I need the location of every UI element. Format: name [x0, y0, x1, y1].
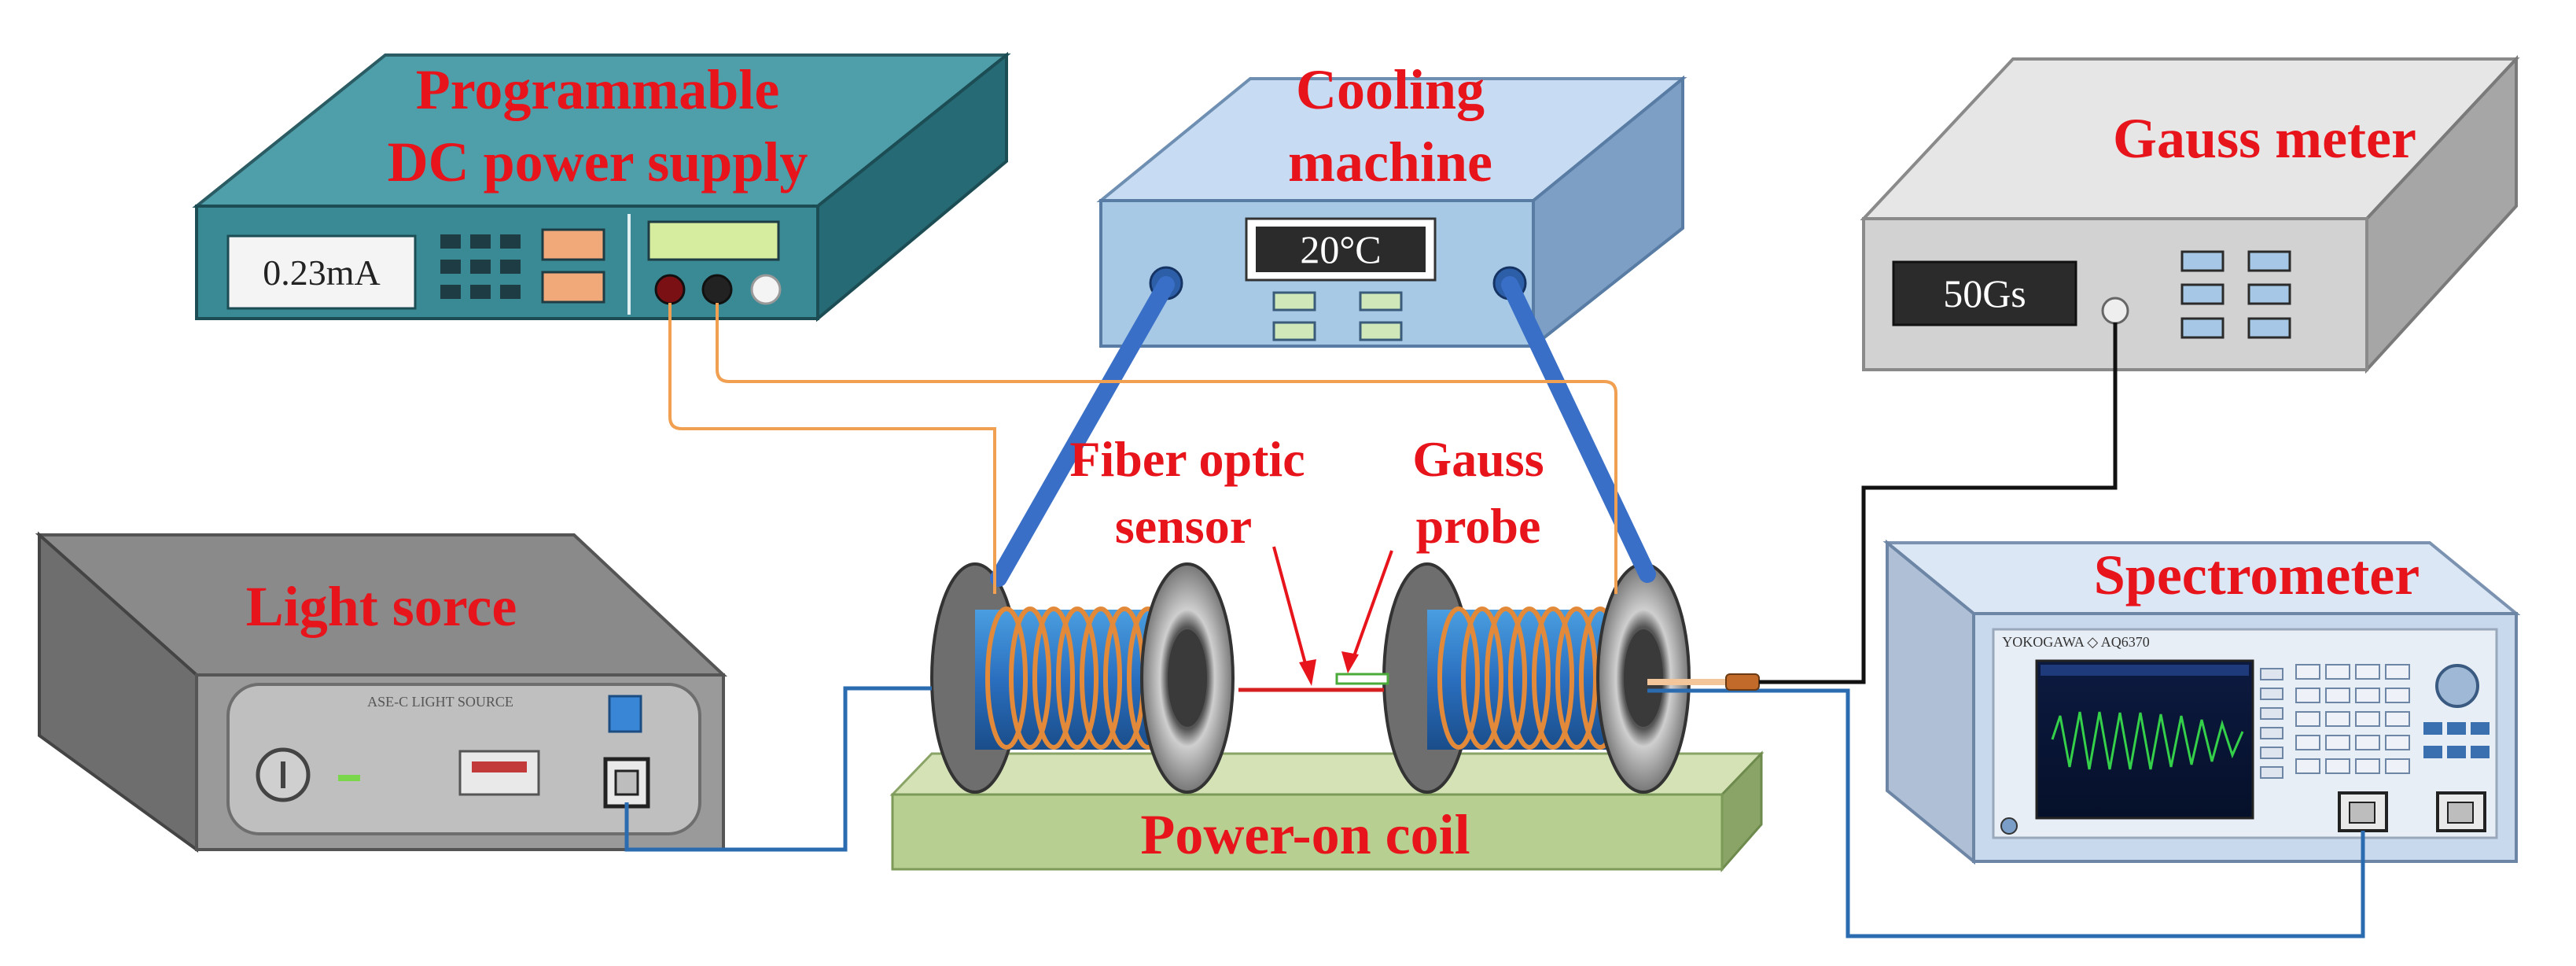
dc-power-supply: 0.23mA Programmable DC power supply — [192, 51, 1011, 323]
light-source-panel-text: ASE-C LIGHT SOURCE — [367, 694, 513, 710]
cooling-hoses — [990, 276, 1656, 587]
light-source-blue-button[interactable] — [608, 695, 642, 733]
cooling-machine: 20°C Cooling machine — [1096, 58, 1687, 350]
dc-supply-label-line2: DC power supply — [388, 131, 808, 194]
dc-button-2[interactable] — [541, 271, 605, 304]
gauss-probe-label-line2: probe — [1416, 498, 1541, 554]
gauss-probe-line — [1335, 323, 2118, 691]
spectrometer-power-knob[interactable] — [2000, 817, 2018, 835]
fiber-sensor-label-line1: Fiber optic — [1069, 431, 1305, 487]
right-coil — [1382, 562, 1691, 794]
spectrometer-keypad — [2295, 664, 2410, 774]
gauss-value-readout: 50Gs — [1943, 271, 2026, 315]
coil-label: Power-on coil — [1140, 803, 1470, 866]
dc-button-1[interactable] — [541, 228, 605, 261]
spectrometer-dial[interactable] — [2435, 664, 2479, 708]
dc-voltage-display — [647, 220, 780, 261]
fiber-optic-line — [624, 686, 2365, 938]
gauss-meter: 50Gs Gauss meter — [1860, 54, 2520, 374]
fiber-sensor-callout: Fiber optic sensor — [1069, 431, 1316, 686]
gauss-buttons — [2180, 250, 2291, 339]
fiber-sensor-label-line2: sensor — [1115, 498, 1252, 554]
dc-supply-label-line1: Programmable — [416, 58, 780, 121]
spectrum-trace — [2051, 711, 2244, 770]
light-source-indicator — [338, 775, 360, 781]
cooling-label-line1: Cooling — [1296, 58, 1485, 121]
gauss-value-display — [1892, 260, 2077, 326]
gauss-probe-callout: Gauss probe — [1341, 431, 1544, 673]
dc-terminal-black[interactable] — [701, 274, 733, 305]
gauss-meter-label: Gauss meter — [2113, 107, 2416, 170]
left-coil — [930, 562, 1235, 794]
light-source-output-slot — [458, 750, 540, 796]
dc-keypad — [440, 234, 521, 299]
light-source: ASE-C LIGHT SOURCE Light sorce — [35, 531, 728, 853]
gauss-probe-label-line1: Gauss — [1412, 431, 1544, 487]
cooling-buttons — [1272, 291, 1403, 341]
spectrometer-side-buttons — [2260, 668, 2283, 779]
spectrometer: YOKOGAWA ◇ AQ6370 Spectrometer — [1882, 539, 2521, 865]
cooling-label-line2: machine — [1288, 131, 1492, 194]
dc-current-readout: 0.23mA — [263, 253, 381, 293]
spectrometer-arrow-keys — [2423, 722, 2490, 758]
light-source-label: Light sorce — [246, 575, 517, 638]
power-wires — [668, 303, 1617, 594]
spectrometer-label: Spectrometer — [2094, 544, 2420, 607]
dc-terminal-white[interactable] — [750, 274, 782, 305]
dc-terminal-red[interactable] — [654, 274, 686, 305]
cooling-temp-readout: 20°C — [1300, 227, 1381, 271]
dc-current-display — [226, 234, 417, 310]
gauss-probe-port — [2101, 297, 2129, 325]
power-on-coil: Power-on coil — [889, 562, 1765, 872]
spectrometer-brand: YOKOGAWA ◇ AQ6370 — [2002, 634, 2149, 650]
